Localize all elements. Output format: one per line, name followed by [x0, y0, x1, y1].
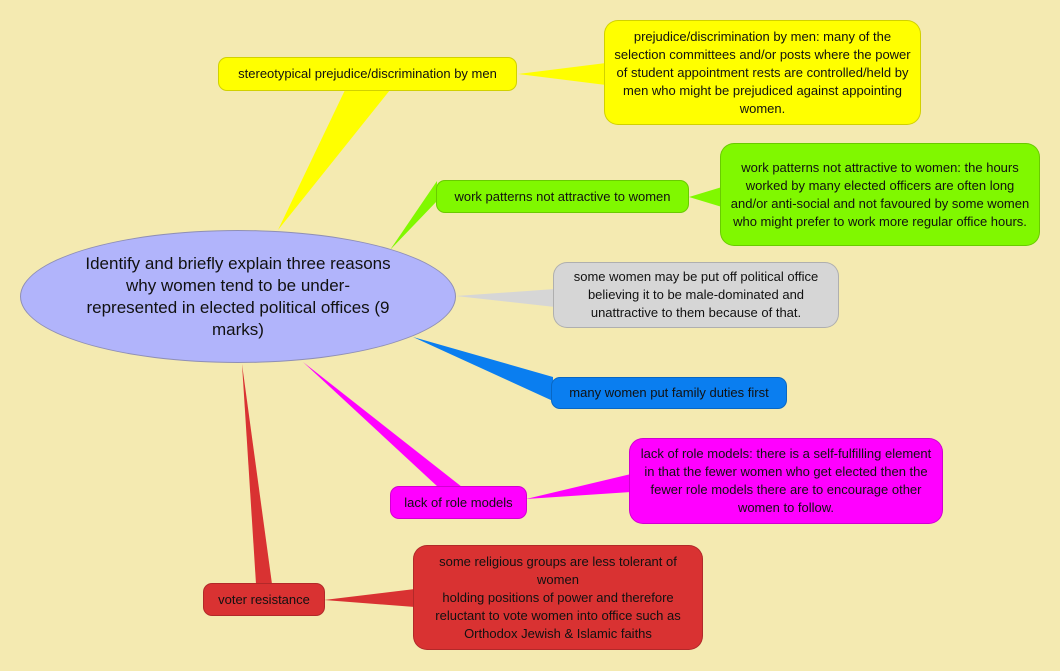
- link-red: [324, 589, 415, 607]
- branch-gray: [456, 289, 555, 307]
- branch-yellow: [278, 90, 390, 230]
- central-topic[interactable]: Identify and briefly explain three reaso…: [20, 230, 456, 363]
- detail-stereotypical-prejudice[interactable]: prejudice/discrimination by men: many of…: [604, 20, 921, 125]
- node-family-duties[interactable]: many women put family duties first: [551, 377, 787, 409]
- detail-voter-resistance[interactable]: some religious groups are less tolerant …: [413, 545, 703, 650]
- node-stereotypical-prejudice[interactable]: stereotypical prejudice/discrimination b…: [218, 57, 517, 91]
- detail-male-dominated[interactable]: some women may be put off political offi…: [553, 262, 839, 328]
- node-work-patterns[interactable]: work patterns not attractive to women: [436, 180, 689, 213]
- link-magenta: [526, 474, 631, 499]
- branch-magenta: [303, 362, 462, 487]
- link-green: [689, 187, 722, 207]
- node-voter-resistance[interactable]: voter resistance: [203, 583, 325, 616]
- node-role-models[interactable]: lack of role models: [390, 486, 527, 519]
- link-yellow: [518, 63, 606, 85]
- branch-red: [242, 364, 272, 584]
- branch-green: [390, 181, 437, 250]
- detail-work-patterns[interactable]: work patterns not attractive to women: t…: [720, 143, 1040, 246]
- branch-blue: [413, 337, 553, 401]
- detail-role-models[interactable]: lack of role models: there is a self-ful…: [629, 438, 943, 524]
